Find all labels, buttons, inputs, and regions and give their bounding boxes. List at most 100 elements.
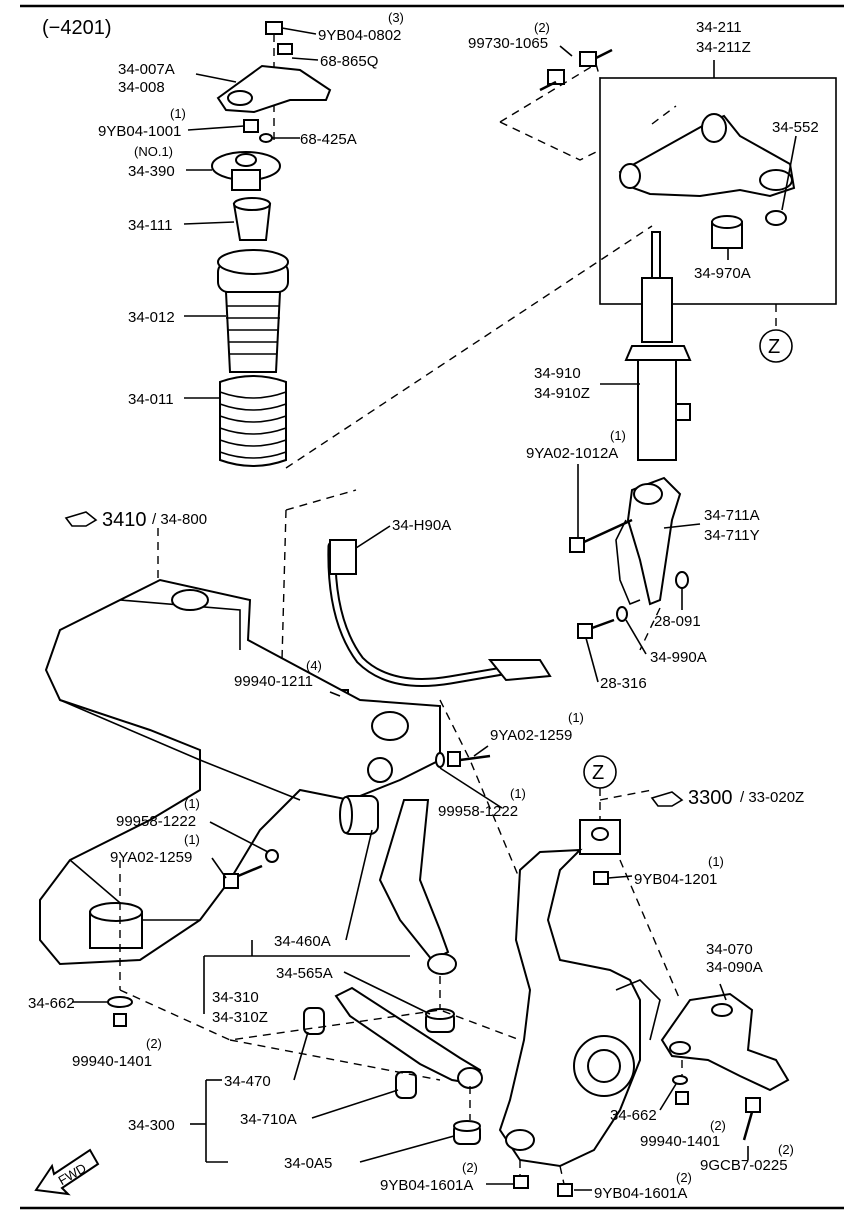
qty-no1: (NO.1) [134, 144, 173, 159]
hand-pointer-icon [64, 511, 98, 527]
upper-arm-group [499, 60, 837, 305]
bushing-34-470 [303, 1007, 325, 1035]
label-9yb04-1201: 9YB04-1201 [634, 871, 717, 888]
shock-spring-seat [624, 345, 692, 361]
label-34-300: 34-300 [128, 1117, 175, 1134]
label-99958-1222-left: 99958-1222 [116, 813, 196, 830]
washer-28-091 [675, 571, 689, 589]
ref-3300[interactable]: 3300 / 33-020Z [650, 787, 804, 809]
ref-3410-num: 3410 [102, 509, 147, 531]
label-28-091: 28-091 [654, 613, 701, 630]
label-9yb04-1601a-right: 9YB04-1601A [594, 1185, 687, 1202]
label-99730: 99730-1065 [468, 35, 548, 52]
stabilizer-bushing-top [329, 539, 357, 575]
label-34-h90a: 34-H90A [392, 517, 451, 534]
nut-99940-1401-left [113, 1013, 127, 1027]
subframe-mount-right [371, 711, 409, 741]
label-68-865q: 68-865Q [320, 53, 378, 70]
label-34-111: 34-111 [128, 217, 172, 234]
nut-9yb04-1601a-left [513, 1175, 529, 1189]
shock-body-34-910 [637, 359, 677, 461]
upper-ball-joint [759, 169, 793, 191]
lower-arm-34-310 [378, 799, 450, 962]
leader-lines [72, 27, 797, 1191]
qty-9gcb7-0225: (2) [778, 1142, 794, 1157]
upper-arm-bushing-front [619, 163, 641, 189]
label-99958-1222-right: 99958-1222 [438, 803, 518, 820]
label-34-970a: 34-970A [694, 265, 751, 282]
qty-99940-1401-left: (2) [146, 1036, 162, 1051]
qty-9yb04-1601a-right: (2) [676, 1170, 692, 1185]
qty-99940-1211: (4) [306, 658, 322, 673]
callout-z-upper-label: Z [768, 336, 780, 358]
ref-3410[interactable]: 3410 / 34-800 [64, 509, 207, 531]
label-99940-1401-right: 99940-1401 [640, 1133, 720, 1150]
qty-99958-1222-left: (1) [184, 796, 200, 811]
label-34-711a: 34-711A [704, 507, 760, 524]
part-labels: (3) 9YB04-0802 68-865Q 34-007A 34-008 (1… [28, 10, 819, 1202]
qty-9ya02-1259-left: (1) [184, 832, 200, 847]
ball-joint-34-310 [427, 953, 457, 975]
label-34-090a: 34-090A [706, 959, 763, 976]
label-34-711y: 34-711Y [704, 527, 760, 544]
label-34-011: 34-011 [128, 391, 174, 408]
washer-34-662-right [672, 1075, 688, 1085]
boot-34-552 [765, 210, 787, 226]
label-34-211: 34-211 [696, 19, 742, 36]
bushing-34-710a [395, 1071, 417, 1099]
bolt-9ya02-1012a [569, 537, 585, 553]
washer-99958-1222-left [265, 849, 279, 863]
washer-68-865q [277, 43, 293, 55]
shock-rod [651, 231, 661, 279]
qty-9ya02-1259-right: (1) [568, 710, 584, 725]
ref-3300-sub: / 33-020Z [740, 789, 804, 806]
label-34-565a: 34-565A [276, 965, 333, 982]
bolt-9gcb7-0225 [745, 1097, 761, 1113]
shock-upper-body [641, 277, 673, 343]
ref-3300-num: 3300 [688, 787, 733, 809]
label-9yb04-1601a-left: 9YB04-1601A [380, 1177, 473, 1194]
qty-9ya02-1012a: (1) [610, 428, 626, 443]
label-9ya02-1259-left: 9YA02-1259 [110, 849, 192, 866]
nut-9yb04-1201 [593, 871, 609, 885]
label-68-425a: 68-425A [300, 131, 357, 148]
label-99940-1211: 99940-1211 [234, 673, 313, 690]
qty-99730: (2) [534, 20, 550, 35]
label-34-008: 34-008 [118, 79, 165, 96]
qty-9yb04-1001: (1) [170, 106, 186, 121]
label-9yb04-1001: 9YB04-1001 [98, 123, 181, 140]
spring-34-011 [219, 375, 287, 467]
fwd-arrow-icon: FWD [34, 1148, 100, 1196]
ref-3410-sub: / 34-800 [152, 511, 207, 528]
label-34-662-right: 34-662 [610, 1107, 657, 1124]
qty-99958-1222-right: (1) [510, 786, 526, 801]
bolt-9ya02-1259-left [223, 873, 239, 889]
mount-hole [235, 153, 257, 167]
bracket-hole [227, 90, 253, 106]
upper-arm-box [599, 77, 837, 305]
upper-arm-bushing [701, 113, 727, 143]
bolt-28-316 [577, 623, 593, 639]
label-34-007a: 34-007A [118, 61, 175, 78]
label-34-310: 34-310 [212, 989, 259, 1006]
washer-99958-1222-right [435, 752, 445, 768]
label-34-470: 34-470 [224, 1073, 271, 1090]
guide-spring-shock [285, 225, 653, 469]
nut-9yb04-1601a-right [557, 1183, 573, 1197]
qty-9yb04-1601a-left: (2) [462, 1160, 478, 1175]
boot-ribs [226, 305, 280, 355]
label-34-662-left: 34-662 [28, 995, 75, 1012]
steering-knuckle-group [498, 819, 661, 1168]
label-9ya02-1012a: 9YA02-1012A [526, 445, 618, 462]
boot-34-012 [224, 291, 282, 373]
qty-99940-1401-right: (2) [710, 1118, 726, 1133]
seat-top [217, 249, 289, 275]
bolts-99730-1065 [539, 48, 613, 92]
label-34-910z: 34-910Z [534, 385, 590, 402]
header-code: (−4201) [42, 17, 112, 39]
hand-pointer-icon [650, 791, 684, 807]
label-34-910: 34-910 [534, 365, 581, 382]
nut-9yb04-0802 [265, 21, 283, 35]
label-99940-1401-left: 99940-1401 [72, 1053, 152, 1070]
lower-arm-group [339, 795, 457, 1033]
